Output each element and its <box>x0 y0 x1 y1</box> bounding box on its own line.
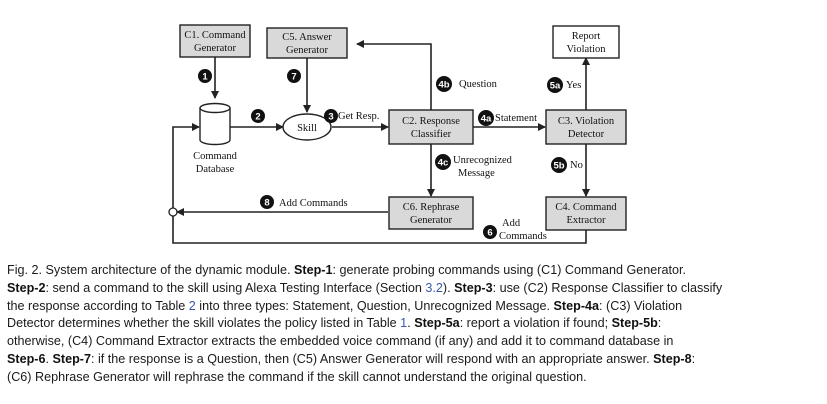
label-question: Question <box>459 79 498 90</box>
node-skill: Skill <box>282 113 332 141</box>
architecture-diagram: C1. Command Generator C5. Answer Generat… <box>168 24 627 244</box>
c1-line2: Generator <box>194 43 236 54</box>
c5-line2: Generator <box>286 45 328 56</box>
c3-line2: Detector <box>568 129 605 140</box>
c4-line2: Extractor <box>566 215 606 226</box>
label-get-resp: Get Resp. <box>338 111 379 122</box>
label-no: No <box>570 160 583 171</box>
junction-node <box>168 207 178 217</box>
label-add-commands-6-line1: Add <box>502 218 521 229</box>
node-c1-command-generator: C1. Command Generator <box>179 24 251 58</box>
step-badge-1: 1 <box>198 69 212 83</box>
label-statement: Statement <box>495 113 537 124</box>
label-add-commands-8: Add Commands <box>279 198 348 209</box>
svg-text:5a: 5a <box>550 81 561 92</box>
node-c4-command-extractor: C4. Command Extractor <box>545 196 627 231</box>
c4-line1: C4. Command <box>555 202 617 213</box>
node-c5-answer-generator: C5. Answer Generator <box>266 27 348 59</box>
caption-line-7: (C6) Rephrase Generator will rephrase th… <box>7 369 587 384</box>
svg-text:4a: 4a <box>481 114 492 125</box>
step-badge-8: 8 <box>260 195 274 209</box>
label-unrecognized-1: Unrecognized <box>453 155 513 166</box>
svg-text:7: 7 <box>291 72 296 83</box>
svg-text:2: 2 <box>255 112 260 123</box>
step-badge-7: 7 <box>287 69 301 83</box>
report-line2: Violation <box>566 44 606 55</box>
database-line1: Command <box>193 151 237 162</box>
step-badge-4a: 4a <box>478 110 494 126</box>
caption-line-2: Step-2: send a command to the skill usin… <box>7 280 723 295</box>
step-badge-2: 2 <box>251 109 265 123</box>
svg-text:4c: 4c <box>438 158 449 169</box>
svg-text:5b: 5b <box>553 161 564 172</box>
c1-line1: C1. Command <box>184 30 246 41</box>
edge-c4-to-junction <box>172 216 587 244</box>
table-1-link[interactable]: 1 <box>400 316 408 331</box>
c2-line2: Classifier <box>411 129 452 140</box>
caption-line-5: otherwise, (C4) Command Extractor extrac… <box>7 334 674 349</box>
edge-junction-to-database <box>172 123 200 208</box>
c6-line1: C6. Rephrase <box>403 202 460 213</box>
figure-caption: Fig. 2. System architecture of the dynam… <box>7 262 819 387</box>
caption-line-4: Detector determines whether the skill vi… <box>7 316 662 331</box>
step-badge-5a: 5a <box>547 77 563 93</box>
label-unrecognized-2: Message <box>458 168 495 179</box>
node-c2-response-classifier: C2. Response Classifier <box>388 109 474 145</box>
c5-line1: C5. Answer <box>282 32 332 43</box>
svg-text:3: 3 <box>328 112 333 123</box>
svg-text:6: 6 <box>487 228 492 239</box>
report-line1: Report <box>572 31 601 42</box>
edge-c2-to-c5 <box>356 40 432 110</box>
caption-line-3: the response according to Table 2 into t… <box>7 298 683 313</box>
section-link[interactable]: 3.2 <box>425 280 443 295</box>
caption-line-6: Step-6. Step-7: if the response is a Que… <box>7 351 696 366</box>
node-c6-rephrase-generator: C6. Rephrase Generator <box>388 196 474 230</box>
svg-text:4b: 4b <box>438 80 449 91</box>
edges <box>168 40 590 244</box>
c3-line1: C3. Violation <box>558 116 615 127</box>
table-2-link[interactable]: 2 <box>188 298 196 313</box>
skill-label: Skill <box>297 123 317 134</box>
svg-text:8: 8 <box>264 198 269 209</box>
node-report-violation: Report Violation <box>552 25 620 59</box>
step-badge-6: 6 <box>483 225 497 239</box>
svg-text:1: 1 <box>202 72 208 83</box>
step-badge-3: 3 <box>324 109 338 123</box>
label-add-commands-6-line2: Commands <box>499 231 547 242</box>
caption-line-1: Fig. 2. System architecture of the dynam… <box>7 263 686 277</box>
database-line2: Database <box>196 164 235 175</box>
c6-line2: Generator <box>410 215 452 226</box>
label-yes: Yes <box>566 80 581 91</box>
node-c3-violation-detector: C3. Violation Detector <box>545 109 627 145</box>
node-command-database: Command Database <box>193 102 238 175</box>
step-badge-4b: 4b <box>436 76 452 92</box>
c2-line1: C2. Response <box>402 116 460 127</box>
step-badge-5b: 5b <box>551 157 567 173</box>
step-badge-4c: 4c <box>435 154 451 170</box>
